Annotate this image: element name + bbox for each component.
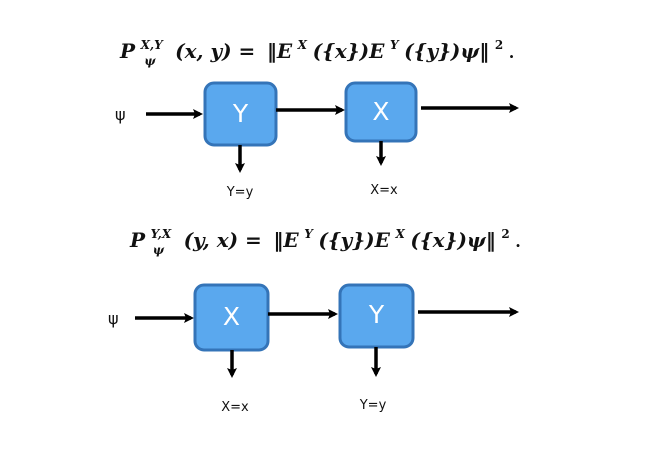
input-psi-label-1: ψ — [115, 105, 126, 124]
output-label-2-1: X=x — [221, 400, 249, 415]
formula-2-end: . — [515, 232, 521, 251]
formula-1: P X,Y ψ (x, y) = ‖E X ({x})E Y ({y})ψ‖ 2… — [119, 34, 514, 69]
formula-1-op2-sup: Y — [390, 38, 400, 52]
box-label-2-1: X — [223, 302, 240, 331]
output-label-1-2: X=x — [370, 183, 398, 198]
formula-2-args: (y, x) = — [184, 228, 262, 252]
formula-2-op1-arg: ({y})E — [318, 228, 390, 252]
formula-2-symbol: P — [129, 228, 146, 252]
box-label-2-2: Y — [368, 300, 385, 329]
formula-1-subscript: ψ — [144, 54, 156, 68]
formula-2-op2-arg: ({x})ψ‖ — [410, 228, 495, 252]
formula-2-rhs-open: ‖E — [273, 228, 299, 252]
formula-1-args: (x, y) = — [175, 39, 255, 63]
formula-1-superscript: X,Y — [140, 38, 164, 52]
formula-1-op1-sup: X — [297, 38, 308, 52]
formula-1-end: . — [509, 43, 515, 62]
diagram-1: P X,Y ψ (x, y) = ‖E X ({x})E Y ({y})ψ‖ 2… — [115, 34, 519, 200]
formula-2-op2-sup: X — [394, 227, 405, 241]
formula-2-op1-sup: Y — [304, 227, 314, 241]
box-label-1-2: X — [372, 97, 389, 126]
formula-2-subscript: ψ — [153, 243, 165, 257]
formula-2-power: 2 — [501, 227, 509, 241]
input-psi-label-2: ψ — [108, 309, 119, 328]
formula-1-power: 2 — [495, 38, 503, 52]
formula-1-op1-arg: ({x})E — [313, 39, 386, 63]
formula-1-rhs-open: ‖E — [267, 39, 293, 63]
box-label-1-1: Y — [232, 99, 249, 128]
formula-2: P Y,X ψ (y, x) = ‖E Y ({y})E X ({x})ψ‖ 2… — [129, 223, 521, 258]
formula-1-op2-arg: ({y})ψ‖ — [404, 39, 489, 63]
output-label-1-1: Y=y — [226, 185, 254, 200]
diagram-2: P Y,X ψ (y, x) = ‖E Y ({y})E X ({x})ψ‖ 2… — [108, 223, 521, 415]
formula-2-superscript: Y,X — [151, 227, 172, 241]
formula-1-symbol: P — [119, 39, 136, 63]
output-label-2-2: Y=y — [359, 398, 387, 413]
